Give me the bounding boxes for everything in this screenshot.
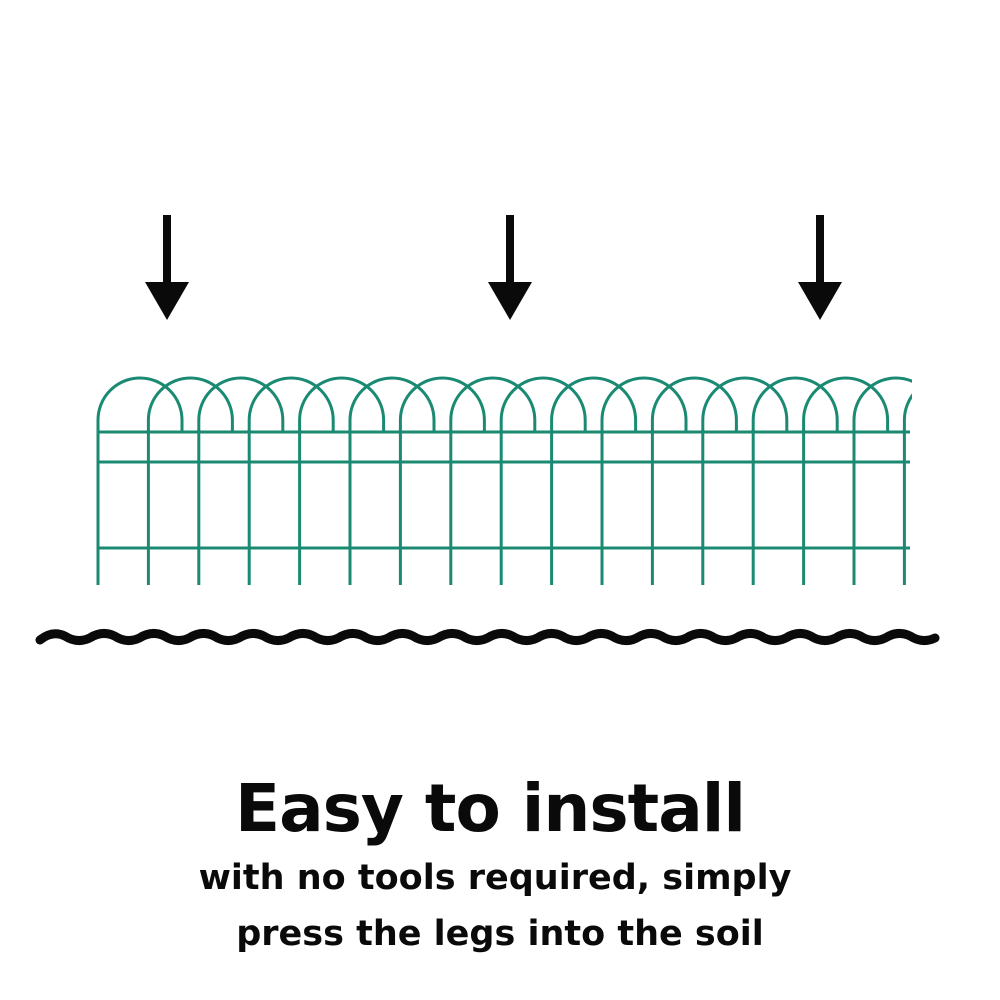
fence-arch bbox=[550, 376, 638, 432]
fence-arch bbox=[751, 376, 839, 432]
down-arrow-icon bbox=[163, 215, 171, 290]
fence-arch bbox=[600, 376, 688, 432]
fence-arch bbox=[449, 376, 537, 432]
fence-arch bbox=[96, 376, 184, 432]
fence-arch bbox=[701, 376, 789, 432]
subtext-line-2: press the legs into the soil bbox=[236, 914, 764, 954]
fence-arch bbox=[852, 376, 912, 432]
fence-arch bbox=[247, 376, 335, 432]
fence-arch bbox=[146, 376, 234, 432]
ground-line bbox=[35, 628, 940, 646]
down-arrow-head bbox=[488, 282, 532, 320]
headline: Easy to install bbox=[234, 770, 746, 847]
fence-arch bbox=[298, 376, 386, 432]
fence-arch bbox=[902, 393, 912, 432]
down-arrow-icon bbox=[816, 215, 824, 290]
arrows bbox=[145, 215, 842, 320]
down-arrow-head bbox=[798, 282, 842, 320]
fence-arch bbox=[197, 376, 285, 432]
fence-arch bbox=[499, 376, 587, 432]
fence-arch bbox=[398, 376, 486, 432]
down-arrow-head bbox=[145, 282, 189, 320]
down-arrow-icon bbox=[506, 215, 514, 290]
fence-arch bbox=[802, 376, 890, 432]
fence-arch bbox=[650, 376, 738, 432]
subtext-line-1: with no tools required, simply bbox=[198, 858, 792, 898]
fence-arch bbox=[348, 376, 436, 432]
fence-illustration bbox=[96, 376, 912, 585]
